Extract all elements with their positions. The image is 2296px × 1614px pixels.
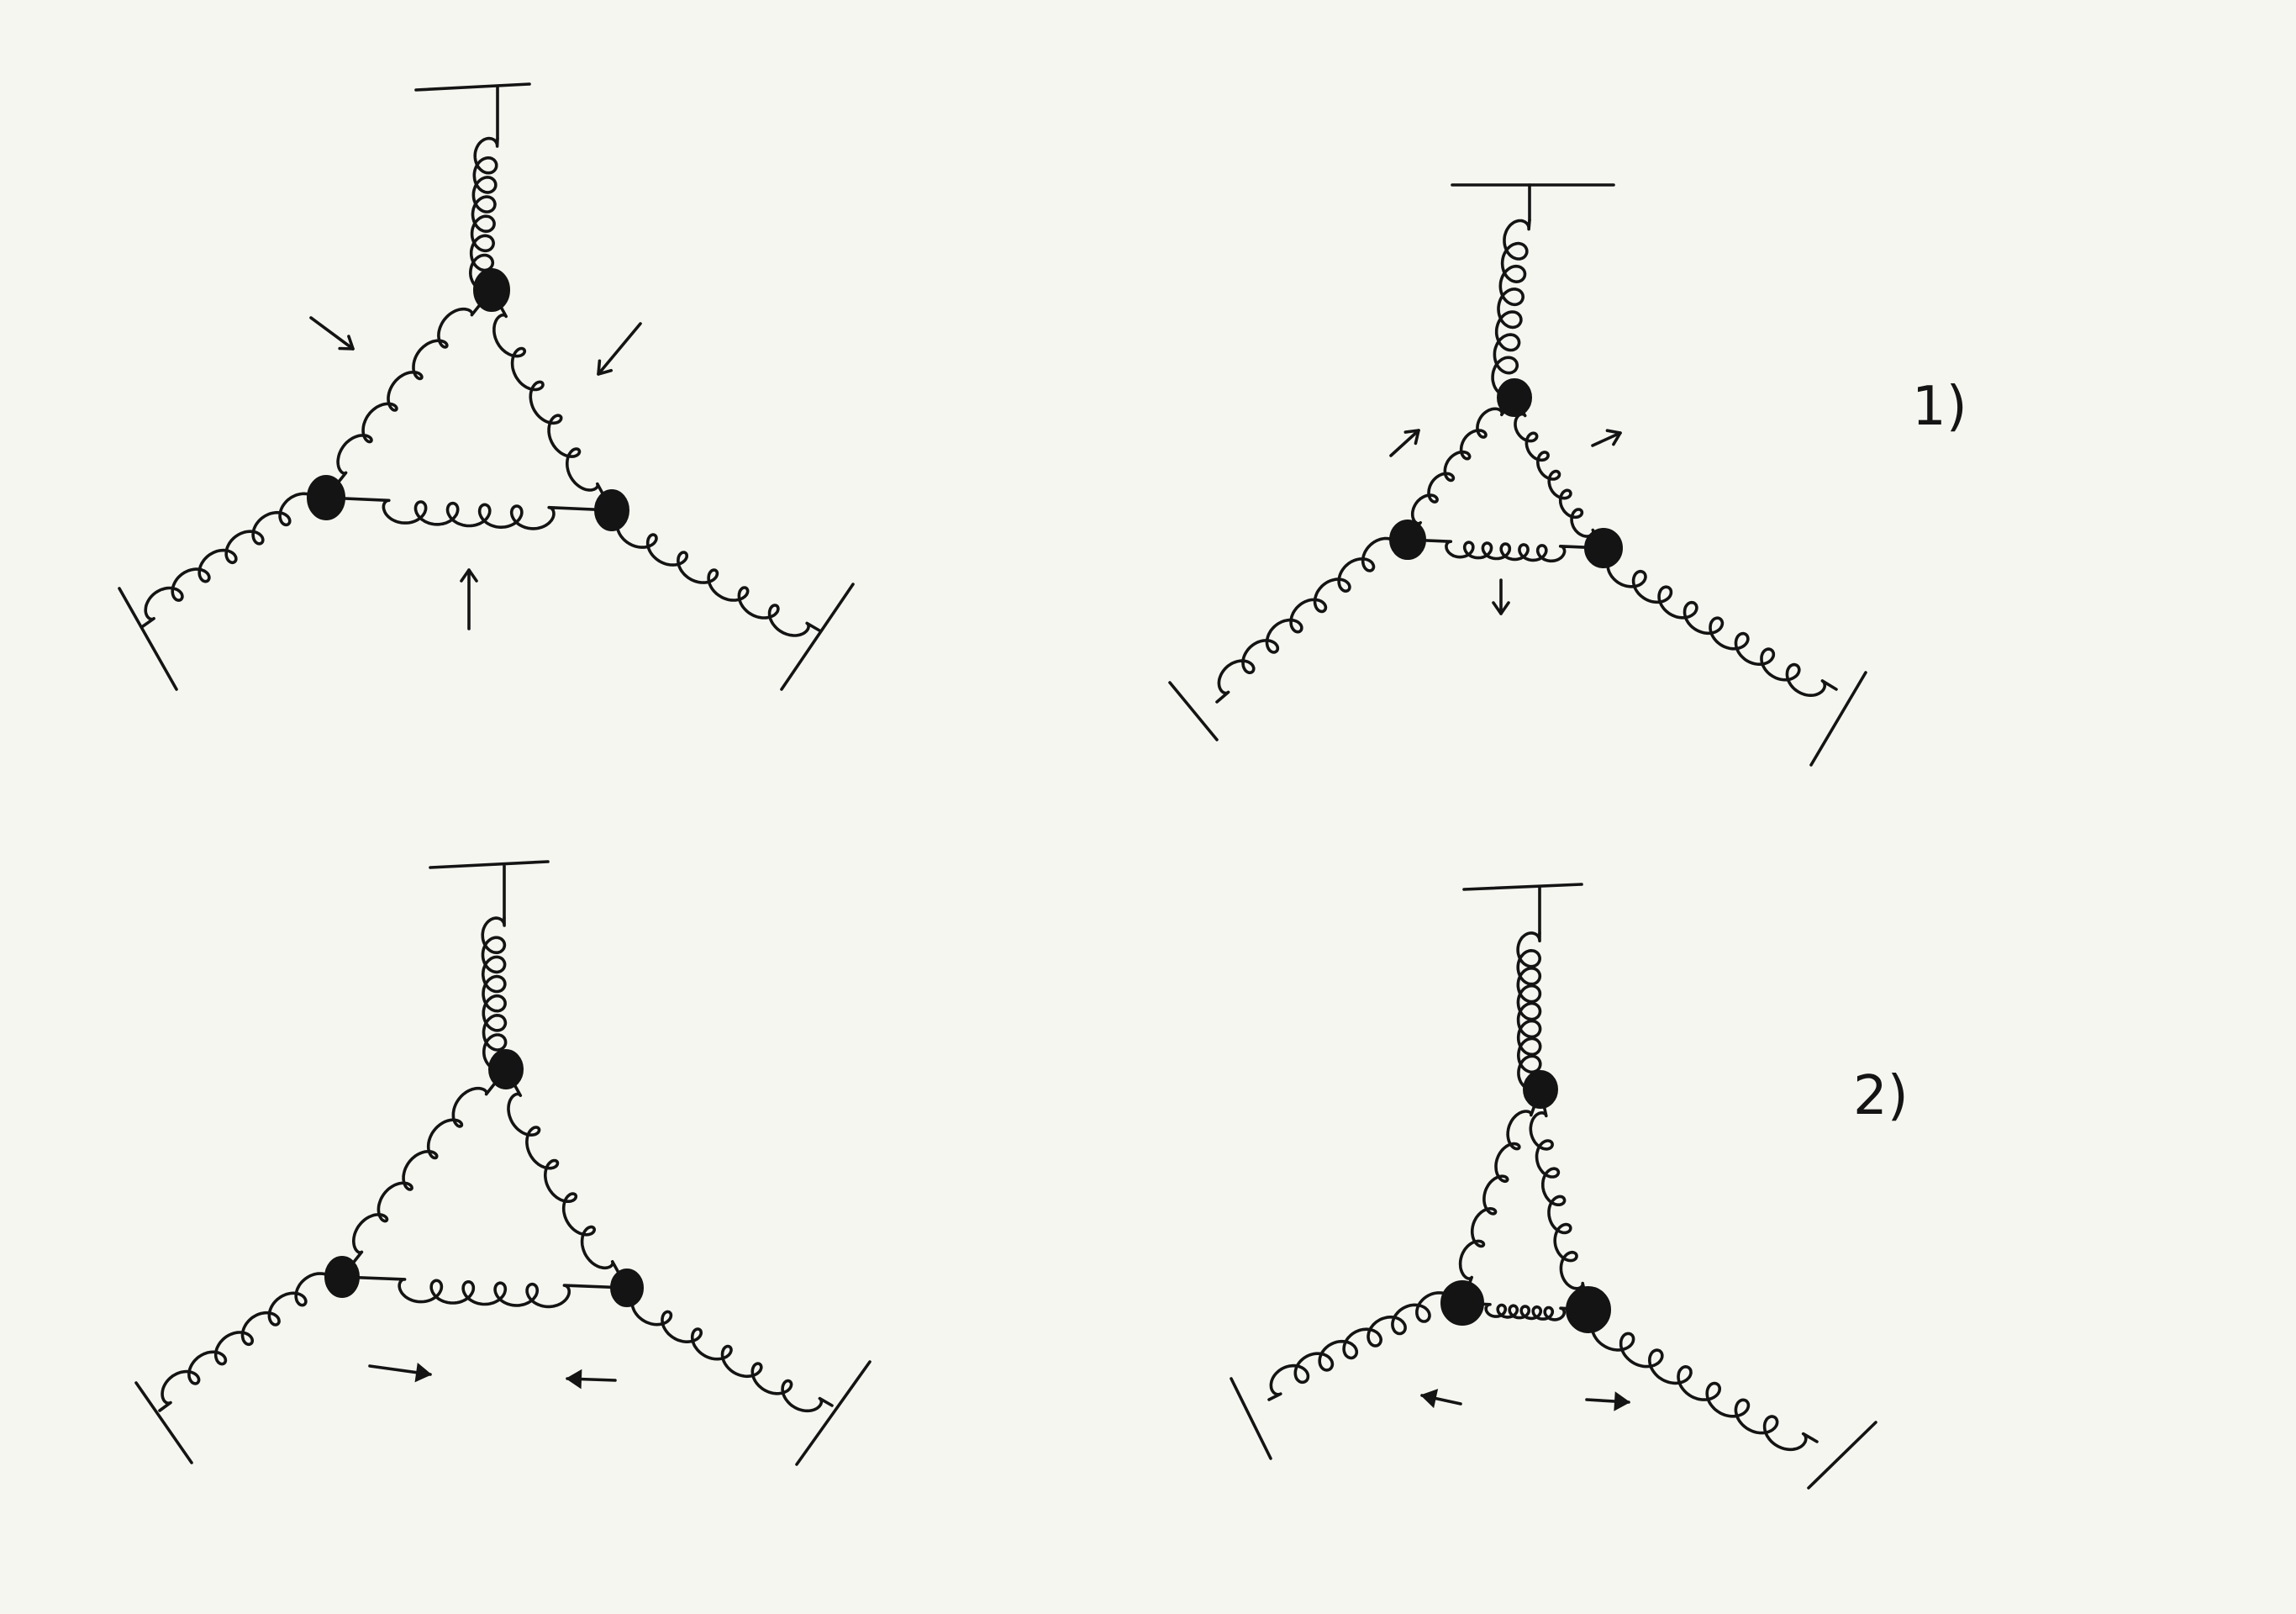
external-gluon-right — [1587, 1308, 1819, 1452]
arrow-bottom-left — [368, 1362, 432, 1383]
vertex-top — [488, 1049, 524, 1089]
vertex-bottom-left — [307, 475, 345, 520]
internal-gluon-right — [504, 1068, 629, 1290]
left-end-bar — [1168, 681, 1219, 741]
vertex-bottom-right — [1584, 528, 1623, 568]
vertex-bottom-right — [1566, 1286, 1611, 1333]
external-gluon-top — [469, 136, 499, 292]
arrow-left-edge — [1389, 429, 1420, 457]
internal-gluon-right — [1513, 396, 1605, 550]
top-bar — [429, 860, 550, 869]
vertex-bottom-left — [324, 1256, 360, 1298]
vertex-bottom-right — [610, 1269, 644, 1307]
vertex-bottom-right — [594, 489, 629, 531]
diagram-top-left-gluon-triangle — [118, 82, 855, 691]
internal-gluon-bottom — [324, 496, 613, 530]
external-gluon-left — [158, 1272, 344, 1412]
external-gluon-right — [610, 509, 821, 637]
vertex-bottom-left — [1440, 1280, 1484, 1326]
right-end-bar — [1807, 1421, 1877, 1490]
arrow-left-edge — [309, 316, 355, 351]
internal-gluon-bottom — [340, 1275, 629, 1309]
external-gluon-top — [481, 916, 508, 1071]
right-end-bar — [795, 1360, 872, 1466]
vertex-bottom-left — [1389, 520, 1426, 560]
left-end-bar — [1230, 1377, 1272, 1460]
arrow-right-edge — [1591, 429, 1622, 447]
internal-gluon-bottom — [1406, 538, 1605, 563]
internal-gluon-left — [1458, 1088, 1542, 1305]
internal-gluon-right — [490, 288, 613, 512]
left-end-bar — [134, 1381, 193, 1464]
vertex-top — [1497, 378, 1532, 417]
diagram-bottom-right-gluon-triangle — [1230, 883, 1877, 1490]
internal-gluon-left — [1406, 396, 1516, 541]
arrow-bottom-edge — [460, 568, 478, 630]
vertex-top — [1523, 1070, 1558, 1109]
left-end-bar — [118, 587, 178, 691]
internal-gluon-bottom — [1461, 1301, 1590, 1321]
panel-label-1: 1) — [1912, 376, 1967, 438]
external-gluon-left — [1215, 536, 1409, 704]
arrow-bottom-edge — [1492, 578, 1510, 615]
external-gluon-top — [1491, 219, 1531, 399]
top-bar — [1462, 883, 1583, 891]
internal-gluon-left — [340, 1068, 508, 1279]
internal-gluon-left — [324, 288, 493, 499]
internal-gluon-right — [1529, 1088, 1590, 1311]
diagram-bottom-left-gluon-triangle — [134, 860, 872, 1466]
external-gluon-right — [625, 1286, 834, 1413]
arrow-right-edge — [597, 322, 642, 376]
right-end-bar — [780, 583, 855, 691]
external-gluon-top — [1516, 931, 1542, 1091]
top-bar — [414, 82, 531, 92]
arrow-bottom-left — [1420, 1389, 1462, 1409]
diagram-top-right-gluon-triangle — [1168, 183, 1867, 767]
external-gluon-left — [141, 492, 328, 628]
arrow-bottom-right — [1585, 1391, 1630, 1411]
vertex-top — [473, 268, 510, 312]
right-end-bar — [1809, 671, 1867, 767]
panel-label-2: 2) — [1853, 1065, 1909, 1127]
external-gluon-left — [1267, 1291, 1464, 1401]
external-gluon-right — [1602, 546, 1838, 697]
arrow-bottom-right — [566, 1369, 617, 1390]
